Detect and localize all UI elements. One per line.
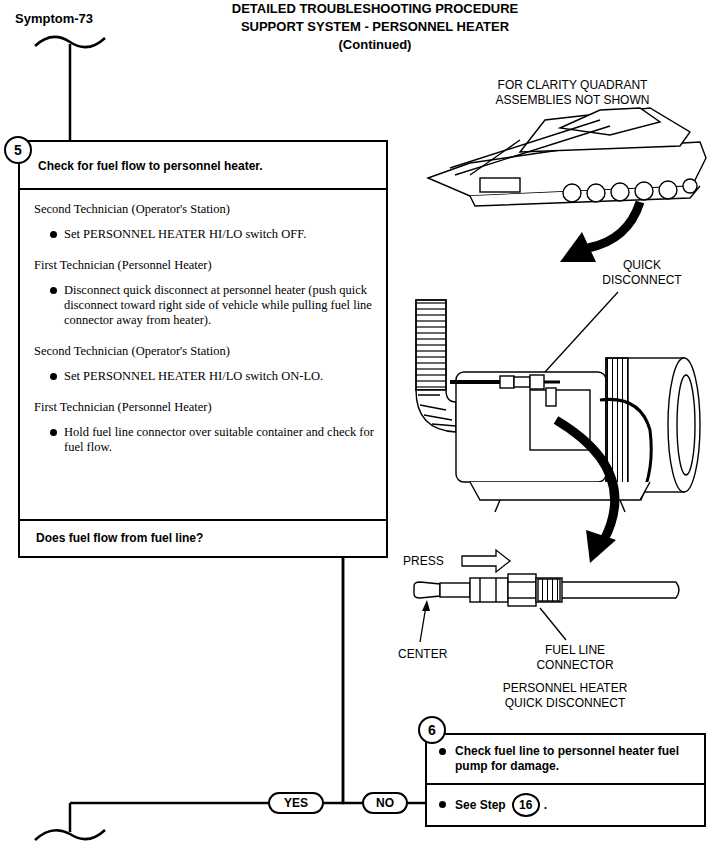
part-label: FUEL LINE CONNECTOR (525, 643, 625, 673)
technician-row: First Technician (Personnel Heater) (34, 258, 376, 273)
bullet-dot (439, 801, 446, 808)
reference-section: See Step 16. (427, 785, 704, 825)
technician-row: Second Technician (Operator's Station) (34, 202, 376, 217)
answer-text: NO (376, 796, 394, 810)
leader-line (540, 608, 566, 640)
reference-slot: 16 (512, 793, 542, 817)
fuel-line-connector (414, 574, 679, 606)
action-box: Check fuel line to personnel heater fuel… (425, 733, 706, 827)
part-label: FOR CLARITY QUADRANT ASSEMBLIES NOT SHOW… (475, 78, 670, 108)
pointer-arrow (556, 420, 616, 563)
bullet-dot (439, 748, 446, 755)
flow-connector (343, 558, 362, 803)
reference-text: See Step (455, 798, 506, 813)
instruction-text: Hold fuel line connector over suitable c… (64, 425, 376, 455)
connector-line (324, 558, 343, 803)
step-number: 5 (14, 142, 22, 158)
instruction-row: Disconnect quick disconnect at personnel… (34, 283, 376, 328)
connector-line (408, 802, 425, 805)
title: DETAILED TROUBLESHOOTING PROCEDURE SUPPO… (215, 0, 535, 54)
flow-connector (324, 558, 343, 803)
step-number: 6 (428, 722, 436, 738)
instruction-text: Set PERSONNEL HEATER HI/LO switch ON-LO. (64, 369, 376, 384)
part-label: PRESS (403, 554, 459, 569)
technician-row: First Technician (Personnel Heater) (34, 400, 376, 415)
instruction-row: Hold fuel line connector over suitable c… (34, 425, 376, 455)
action-text: Check fuel line to personnel heater fuel… (455, 744, 696, 774)
technician-text: First Technician (Personnel Heater) (34, 400, 376, 415)
step-number-circle: 5 (4, 136, 32, 164)
answer-text: YES (284, 796, 308, 810)
technician-row: Second Technician (Operator's Station) (34, 344, 376, 359)
procedure-box: Check for fuel flow to personnel heater.… (18, 140, 388, 558)
part-label: CENTER (398, 647, 458, 662)
bullet-dot (50, 231, 57, 238)
part-label: QUICK DISCONNECT (592, 258, 692, 288)
part-label: PERSONNEL HEATER QUICK DISCONNECT (490, 681, 640, 711)
technician-text: First Technician (Personnel Heater) (34, 258, 376, 273)
bullet-dot (50, 373, 57, 380)
action-section: Check fuel line to personnel heater fuel… (427, 735, 704, 785)
no-oval: NO (362, 792, 408, 814)
leader-line (420, 600, 430, 642)
instruction-row: Set PERSONNEL HEATER HI/LO switch ON-LO. (34, 369, 376, 384)
yes-oval: YES (268, 792, 324, 814)
instruction-text: Disconnect quick disconnect at personnel… (64, 283, 376, 328)
step-heading: Check for fuel flow to personnel heater. (20, 142, 386, 190)
bullet-dot (50, 287, 57, 294)
technician-text: Second Technician (Operator's Station) (34, 202, 376, 217)
leader-line (545, 292, 618, 372)
technician-text: Second Technician (Operator's Station) (34, 344, 376, 359)
step-body: Second Technician (Operator's Station) Se… (20, 190, 386, 519)
connector-line (343, 558, 362, 803)
reference-text: . (544, 798, 547, 813)
instruction-row: Set PERSONNEL HEATER HI/LO switch OFF. (34, 227, 376, 242)
step-reference-circle: 16 (512, 793, 540, 817)
bullet-dot (50, 429, 57, 436)
decision-band: Does fuel flow from fuel line? (20, 519, 386, 556)
flow-connector (408, 803, 425, 804)
instruction-text: Set PERSONNEL HEATER HI/LO switch OFF. (64, 227, 376, 242)
step-heading-text: Check for fuel flow to personnel heater. (38, 159, 376, 174)
pointer-arrow (560, 202, 640, 262)
step-reference: 16 (519, 798, 532, 813)
decision-text: Does fuel flow from fuel line? (36, 531, 376, 546)
personnel-heater (416, 300, 700, 512)
press-arrow (462, 550, 510, 572)
symptom-label: Symptom-73 (15, 11, 115, 26)
step-number-circle: 6 (418, 716, 446, 744)
vehicle-illustration (428, 108, 706, 206)
